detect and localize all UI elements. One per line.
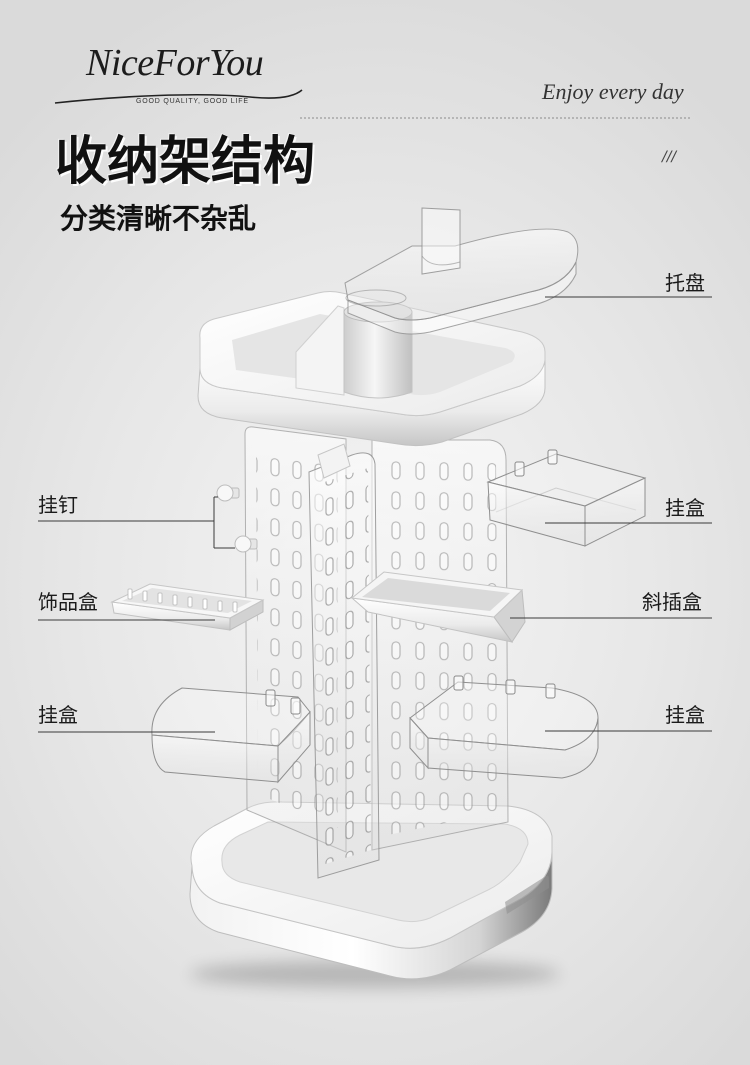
jewelry-pin bbox=[172, 594, 178, 606]
jewelry-pin bbox=[187, 596, 193, 608]
page-subtitle: 分类清晰不杂乱 bbox=[60, 202, 257, 235]
top-white-tray bbox=[197, 291, 546, 447]
brand-tagline: GOOD QUALITY, GOOD LIFE bbox=[136, 98, 249, 105]
peg-lower bbox=[234, 535, 258, 553]
label-hanging-box-lower-left: 挂盒 bbox=[38, 703, 78, 727]
hanging-box-lower-right bbox=[409, 675, 599, 779]
peg-lower-head bbox=[234, 535, 252, 553]
pegboard-clip bbox=[317, 443, 351, 479]
hanging-box-lower-left bbox=[151, 687, 311, 784]
hanging-box-upper-right-hook bbox=[514, 461, 525, 477]
top-white-tray-cup bbox=[343, 311, 413, 399]
jewelry-pin bbox=[157, 592, 163, 604]
label-tray: 托盘 bbox=[665, 271, 705, 295]
leader-lines bbox=[38, 296, 712, 733]
hanging-box-upper-right bbox=[486, 449, 647, 547]
logo-swoosh bbox=[54, 89, 303, 104]
label-hanging-box-lower-right: 挂盒 bbox=[665, 703, 705, 727]
jewelry-pin bbox=[202, 598, 208, 610]
jewelry-box-pins bbox=[127, 588, 238, 613]
hanging-box-lower-left-front bbox=[151, 734, 279, 783]
hanging-box-lower-right-side bbox=[409, 716, 429, 770]
label-hanging-box-upper-right: 挂盒 bbox=[665, 496, 705, 520]
page-title: 收纳架结构 bbox=[55, 132, 316, 192]
base-tray-handle-slot bbox=[505, 875, 549, 914]
hanging-box-lower-left-hook bbox=[265, 689, 276, 707]
hanging-box-lower-right-hook bbox=[453, 675, 464, 691]
label-slanted-box: 斜插盒 bbox=[642, 590, 702, 614]
pegboard bbox=[244, 426, 509, 879]
pegboard-center-holes bbox=[318, 468, 371, 864]
jewelry-pin bbox=[127, 588, 133, 600]
jewelry-pin bbox=[217, 600, 223, 612]
top-clear-tray-cutout bbox=[345, 289, 407, 307]
peg-upper bbox=[216, 484, 240, 502]
hanging-box-lower-left-hook bbox=[290, 697, 301, 715]
decoration-mark: /// bbox=[662, 149, 677, 165]
top-clear-tray-rim bbox=[344, 228, 579, 321]
jewelry-pin bbox=[142, 590, 148, 602]
label-peg: 挂钉 bbox=[38, 493, 78, 517]
top-clear-tray bbox=[344, 207, 579, 335]
hanging-box-upper-right-side bbox=[584, 477, 646, 547]
label-jewelry-box: 饰品盒 bbox=[38, 590, 98, 614]
top-clear-tray-inner-curve bbox=[421, 255, 461, 266]
hanging-box-lower-right-hook bbox=[505, 679, 516, 695]
base-tray bbox=[189, 801, 553, 980]
slanted-box bbox=[350, 571, 526, 643]
pegboard-right-holes bbox=[383, 452, 498, 836]
base-tray-floor bbox=[221, 821, 529, 923]
hanging-box-upper-right-hook bbox=[547, 449, 558, 465]
hanging-box-lower-right-hook bbox=[545, 683, 556, 699]
slogan: Enjoy every day bbox=[542, 79, 684, 104]
hanging-box-lower-right-front bbox=[427, 717, 599, 779]
top-white-tray-divider bbox=[295, 305, 345, 396]
slanted-box-opening bbox=[362, 578, 510, 611]
peg-upper-head bbox=[216, 484, 234, 502]
brand-logo: NiceForYou bbox=[86, 42, 264, 84]
hanging-box-lower-left-side bbox=[277, 710, 311, 784]
jewelry-pin bbox=[232, 601, 238, 613]
jewelry-box bbox=[110, 583, 265, 631]
top-clear-tray-back-panel bbox=[421, 207, 461, 275]
base-shadow bbox=[190, 960, 560, 988]
